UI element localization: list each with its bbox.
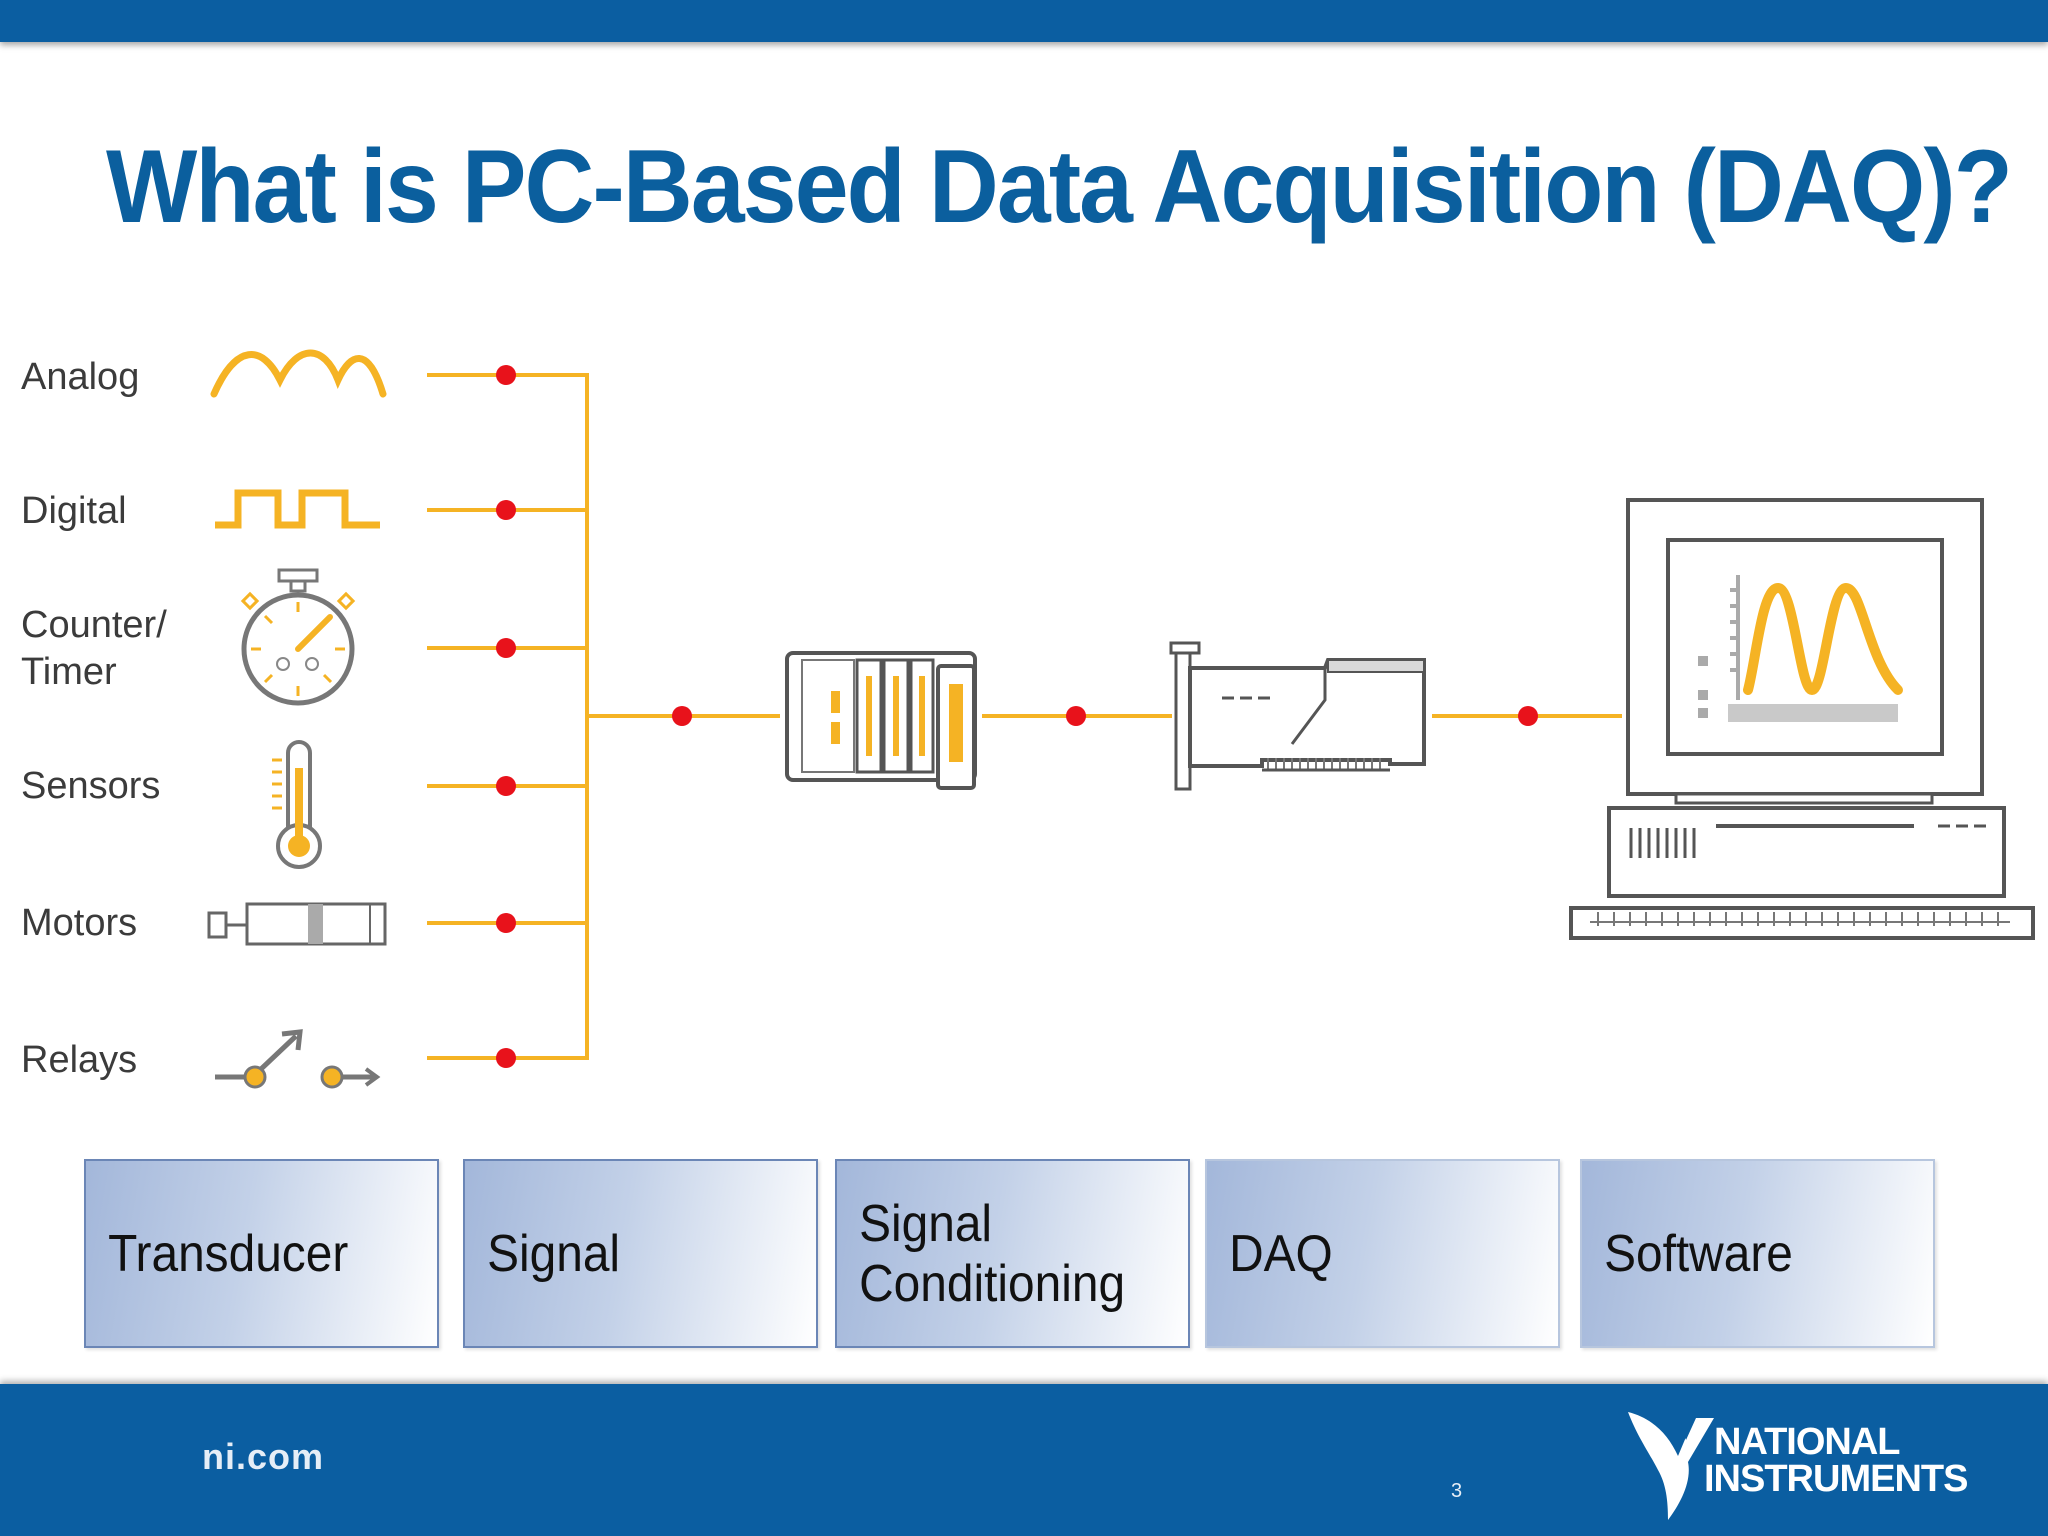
relay-switch-icon — [215, 1029, 381, 1089]
brand-line-instruments: INSTRUMENTS — [1704, 1458, 1968, 1500]
signal-label-motors: Motors — [21, 902, 138, 944]
stage-software: Software — [1580, 1159, 1935, 1348]
stage-label-software: Software — [1604, 1224, 1793, 1283]
footer-url: ni.com — [202, 1436, 325, 1477]
slide-title: What is PC-Based Data Acquisition (DAQ)? — [106, 129, 2013, 245]
stage-label-daq: DAQ — [1229, 1224, 1333, 1283]
daq-diagram — [207, 349, 2035, 1089]
footer-bar: ni.com 3 NATIONAL INSTRUMENTS — [0, 1384, 2048, 1536]
stage-label-transducer: Transducer — [108, 1224, 349, 1283]
signal-wires — [427, 373, 1622, 1060]
sine-wave-icon — [210, 349, 387, 398]
signal-label-analog: Analog — [21, 356, 140, 398]
ni-eagle-logo-icon — [1628, 1412, 1714, 1520]
daq-card-icon — [1169, 641, 1426, 791]
stopwatch-icon — [240, 568, 356, 706]
computer-icon — [1569, 498, 2035, 940]
stage-transducer: Transducer — [84, 1159, 439, 1348]
stage-daq: DAQ — [1205, 1159, 1560, 1348]
page-number: 3 — [1451, 1480, 1463, 1502]
stage-label-signal-conditioning: Signal Conditioning — [859, 1194, 1126, 1313]
signal-label-relays: Relays — [21, 1039, 138, 1081]
signal-conditioning-module-icon — [785, 651, 977, 790]
signal-label-counter-timer: Counter/ Timer — [21, 604, 167, 693]
stage-label-signal: Signal — [487, 1224, 621, 1283]
signal-label-digital: Digital — [21, 490, 127, 532]
signal-label-sensors: Sensors — [21, 765, 161, 807]
stage-signal-conditioning: Signal Conditioning — [835, 1159, 1190, 1348]
square-wave-icon — [215, 489, 380, 529]
connection-nodes — [496, 365, 1538, 1068]
brand-wordmark: NATIONAL INSTRUMENTS — [1704, 1421, 1968, 1498]
top-bar — [0, 0, 2048, 42]
thermometer-icon — [272, 740, 322, 869]
stage-signal: Signal — [463, 1159, 818, 1348]
motor-icon — [207, 902, 387, 946]
brand-line-national: NATIONAL — [1714, 1421, 1901, 1463]
